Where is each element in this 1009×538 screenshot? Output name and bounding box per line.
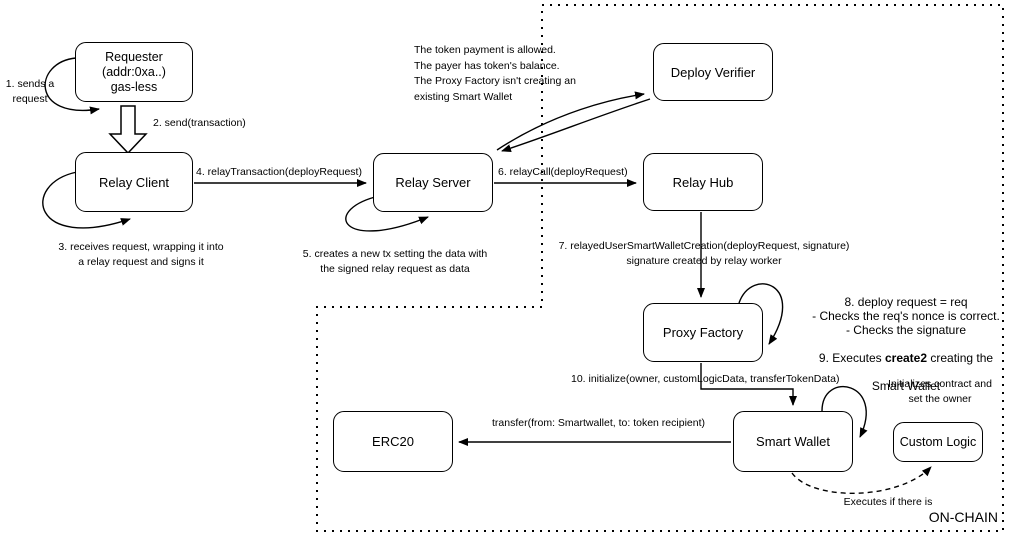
executes-if-there-is-label: Executes if there is <box>843 496 933 508</box>
executes-custom-logic-dashed-arrow <box>791 466 932 494</box>
transfer-label: transfer(from: Smartwallet, to: token re… <box>492 417 705 429</box>
requester-node: Requester (addr:0xa..) gas-less <box>75 42 193 102</box>
server-to-verifier-arrow <box>496 91 645 151</box>
step7-label: 7. relayedUserSmartWalletCreation(deploy… <box>558 240 850 267</box>
proxy-factory-node: Proxy Factory <box>643 303 763 362</box>
relay-client-self-loop-arrow <box>42 171 131 229</box>
step8-lines: 8. deploy request = req - Checks the req… <box>812 295 1000 337</box>
step1-label: 1. sends a request <box>5 78 55 105</box>
relay-server-node: Relay Server <box>373 153 493 212</box>
relay-client-node: Relay Client <box>75 152 193 212</box>
custom-logic-node: Custom Logic <box>893 422 983 462</box>
step10-label: 10. initialize(owner, customLogicData, t… <box>571 373 840 385</box>
proxy-factory-self-loop-arrow <box>738 283 784 345</box>
initializes-contract-note: Initializes contract and set the owner <box>888 378 992 405</box>
smart-wallet-node: Smart Wallet <box>733 411 853 472</box>
step5-label: 5. creates a new tx setting the data wit… <box>302 248 488 275</box>
smart-wallet-self-loop-arrow <box>821 385 868 438</box>
verifier-to-server-arrow <box>501 98 651 153</box>
step6-label: 6. relayCall(deployRequest) <box>498 166 628 178</box>
requester-self-loop-arrow <box>44 57 100 115</box>
step2-label: 2. send(transaction) <box>153 117 246 129</box>
on-chain-label: ON-CHAIN <box>928 509 998 525</box>
on-chain-dotted-border <box>316 4 1004 532</box>
deploy-verifier-node: Deploy Verifier <box>653 43 773 101</box>
send-transaction-block-arrow <box>108 105 148 155</box>
relay-server-self-loop-arrow <box>345 196 429 232</box>
relay-hub-node: Relay Hub <box>643 153 763 211</box>
erc20-node: ERC20 <box>333 411 453 472</box>
initialize-arrow <box>700 363 797 406</box>
step4-label: 4. relayTransaction(deployRequest) <box>196 166 362 178</box>
step3-label: 3. receives request, wrapping it into a … <box>58 241 224 268</box>
step8-step9-note: 8. deploy request = req - Checks the req… <box>802 281 1009 407</box>
verifier-note-label: The token payment is allowed. The payer … <box>414 44 576 103</box>
step9-line: 9. Executes create2 creating the <box>818 351 994 365</box>
step9-last-line: Smart Wallet <box>871 379 941 393</box>
